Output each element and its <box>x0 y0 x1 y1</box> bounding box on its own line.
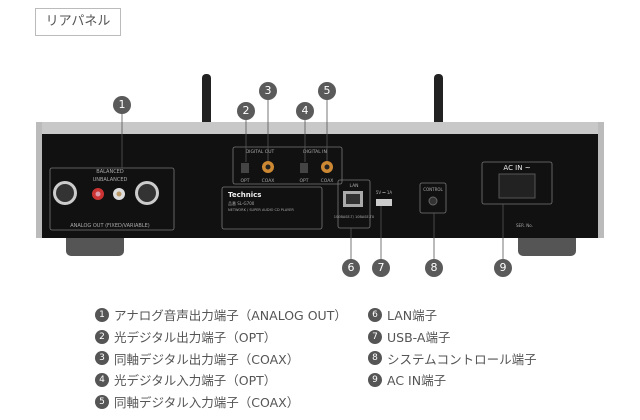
legend-item: 8 システムコントロール端子 <box>368 347 537 369</box>
legend-label: USB-A端子 <box>387 330 451 346</box>
legend-label: システムコントロール端子 <box>387 351 537 367</box>
legend-label: 同軸デジタル出力端子（COAX） <box>114 351 300 367</box>
control-port <box>428 196 438 206</box>
legend-item: 1 アナログ音声出力端子（ANALOG OUT） <box>95 304 347 326</box>
opt-in-port <box>300 163 308 173</box>
legend-item: 5 同軸デジタル入力端子（COAX） <box>95 391 347 413</box>
model-label: Technics 品番 SL-G700 NETWORK / SUPER AUDI… <box>221 186 323 230</box>
svg-text:100BASE-T/ 10BASE-TX: 100BASE-T/ 10BASE-TX <box>334 215 375 219</box>
legend-number: 3 <box>95 351 109 366</box>
chassis-top <box>36 122 604 136</box>
svg-text:DIGITAL IN: DIGITAL IN <box>303 149 327 155</box>
legend-number: 8 <box>368 351 382 366</box>
legend-label: 光デジタル出力端子（OPT） <box>114 330 277 346</box>
legend-label: 光デジタル入力端子（OPT） <box>114 373 277 389</box>
legend-label: 同軸デジタル入力端子（COAX） <box>114 395 300 411</box>
callout-badge: 2 <box>237 102 255 120</box>
legend-label: LAN端子 <box>387 308 438 324</box>
svg-text:品番 SL-G700: 品番 SL-G700 <box>228 200 255 206</box>
callout-badge: 9 <box>494 259 512 277</box>
svg-text:NETWORK / SUPER AUDIO CD PLAYE: NETWORK / SUPER AUDIO CD PLAYER <box>228 208 294 212</box>
legend-item: 2 光デジタル出力端子（OPT） <box>95 326 347 348</box>
callout-badge: 6 <box>342 259 360 277</box>
ser-no-label: SER. No. <box>516 223 533 228</box>
lan-section: LAN 100BASE-T/ 10BASE-TX <box>334 179 375 229</box>
section-title: リアパネル <box>35 8 121 36</box>
callout-badge: 7 <box>372 259 390 277</box>
svg-text:LAN: LAN <box>349 183 358 189</box>
legend-item: 3 同軸デジタル出力端子（COAX） <box>95 347 347 369</box>
unbalanced-label: UNBALANCED <box>93 177 128 183</box>
balanced-label: BALANCED <box>96 169 124 175</box>
legend-item: 4 光デジタル入力端子（OPT） <box>95 369 347 391</box>
legend-item: 9 AC IN端子 <box>368 369 537 391</box>
usb-a-port <box>376 199 392 206</box>
opt-out-port <box>241 163 249 173</box>
svg-text:COAX: COAX <box>321 178 334 184</box>
legend-number: 6 <box>368 307 382 322</box>
svg-text:OPT: OPT <box>240 178 249 184</box>
legend-number: 1 <box>95 307 109 322</box>
analog-out-section: BALANCED UNBALANCED ANALOG OUT (FIXED/VA… <box>49 167 175 231</box>
callout-badge: 5 <box>318 82 336 100</box>
rear-panel-diagram: BALANCED UNBALANCED ANALOG OUT (FIXED/VA… <box>36 74 604 261</box>
digital-section: DIGITAL OUT DIGITAL IN OPT COAX OPT COAX <box>232 146 343 185</box>
legend-item: 7 USB-A端子 <box>368 326 537 348</box>
legend-number: 5 <box>95 394 109 409</box>
svg-text:DIGITAL OUT: DIGITAL OUT <box>246 149 275 155</box>
svg-text:CONTROL: CONTROL <box>423 187 443 192</box>
legend-number: 4 <box>95 372 109 387</box>
legend-number: 2 <box>95 329 109 344</box>
legend-number: 9 <box>368 372 382 387</box>
callout-badge: 3 <box>259 82 277 100</box>
svg-text:COAX: COAX <box>262 178 275 184</box>
legend-label: AC IN端子 <box>387 373 447 389</box>
callout-badge: 4 <box>296 102 314 120</box>
callout-badge: 1 <box>113 96 131 114</box>
callout-badge: 8 <box>425 259 443 277</box>
legend-number: 7 <box>368 329 382 344</box>
ac-in-section: AC IN ~ SER. No. <box>481 161 553 228</box>
analog-out-label: ANALOG OUT (FIXED/VARIABLE) <box>70 223 150 229</box>
svg-text:AC IN ~: AC IN ~ <box>503 164 530 172</box>
legend-right: 6 LAN端子 7 USB-A端子 8 システムコントロール端子 9 AC IN端子 <box>368 304 537 391</box>
svg-text:Technics: Technics <box>228 191 261 199</box>
legend-item: 6 LAN端子 <box>368 304 537 326</box>
control-section: CONTROL <box>419 182 447 214</box>
svg-text:OPT: OPT <box>299 178 308 184</box>
ac-inlet <box>498 173 536 199</box>
legend-label: アナログ音声出力端子（ANALOG OUT） <box>114 308 347 324</box>
usb-label: 5V ⎓ 1A <box>376 190 393 195</box>
